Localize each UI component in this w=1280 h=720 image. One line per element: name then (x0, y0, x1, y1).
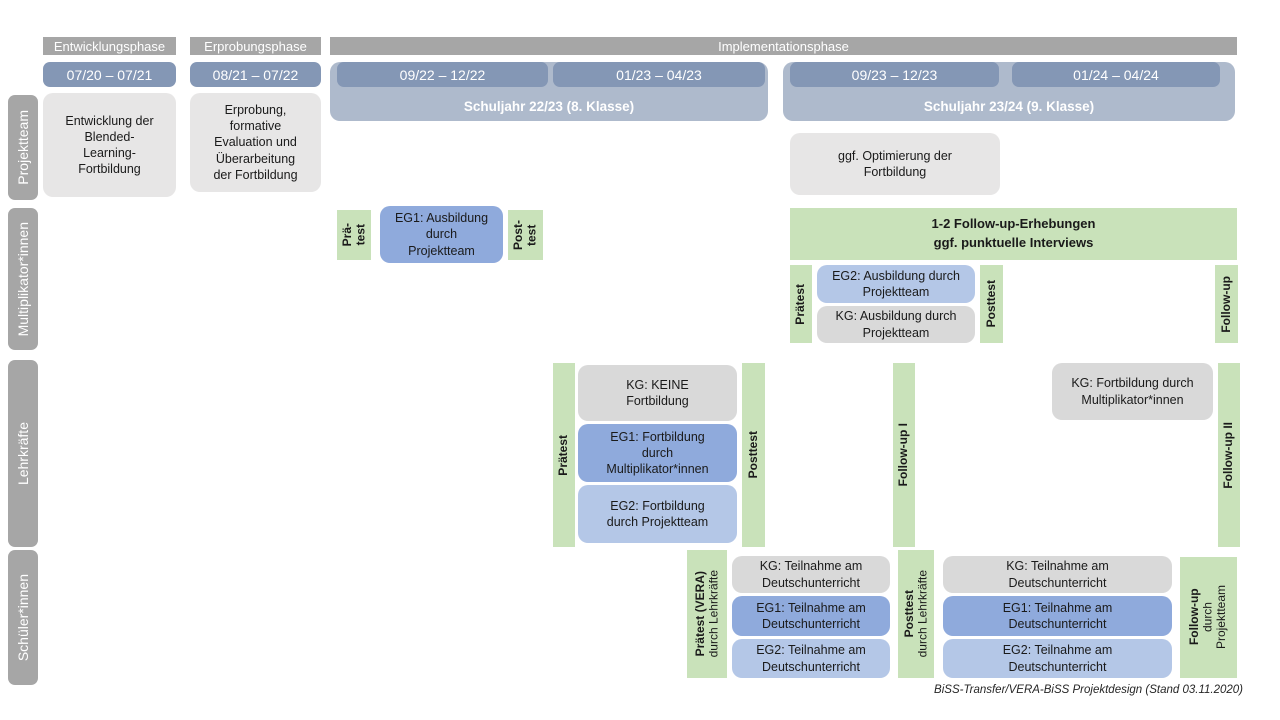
sidebar-row-label: Projektteam (15, 110, 31, 185)
sidebar-row-label: Schüler*innen (15, 573, 31, 662)
date-bar-0123-0423: 01/23 – 04/23 (553, 62, 765, 87)
bar-followup-2-lehrkraefte: Follow-up II (1218, 363, 1240, 547)
date-bar-0821-0722: 08/21 – 07/22 (190, 62, 321, 87)
bar-praetest-multiplikatoren-2: Prätest (790, 265, 812, 343)
school-year-label: Schuljahr 22/23 (8. Klasse) (463, 99, 635, 114)
bar-posttest-lehrkraefte: Posttest (742, 363, 765, 547)
bar-posttest-multiplikatoren-1: Post-test (508, 210, 543, 260)
bar-followup-multiplikatoren: Follow-up (1215, 265, 1238, 343)
sidebar-row-lehrkraefte: Lehrkräfte (8, 360, 38, 547)
caption-projektdesign: BiSS-Transfer/VERA-BiSS Projektdesign (S… (934, 684, 1243, 696)
bar-praetest-lehrkraefte: Prätest (553, 363, 575, 547)
phase-label: Entwicklungsphase (53, 38, 166, 54)
sidebar-row-label: Lehrkräfte (15, 421, 31, 486)
date-label: 01/24 – 04/24 (1073, 66, 1159, 83)
phase-label: Implementationsphase (718, 38, 849, 54)
date-label: 01/23 – 04/23 (616, 66, 702, 83)
sidebar-row-projektteam: Projektteam (8, 95, 38, 200)
date-bar-0922-1222: 09/22 – 12/22 (337, 62, 548, 87)
sidebar-row-schueler: Schüler*innen (8, 550, 38, 685)
phase-bar-erprobung: Erprobungsphase (190, 37, 321, 55)
bar-praetest-multiplikatoren-1: Prä-test (337, 210, 371, 260)
bar-followup-1-lehrkraefte: Follow-up I (893, 363, 915, 547)
date-label: 07/20 – 07/21 (66, 66, 153, 83)
date-label: 08/21 – 07/22 (212, 66, 299, 83)
date-label: 09/22 – 12/22 (399, 66, 486, 83)
date-bar-0923-1223: 09/23 – 12/23 (790, 62, 999, 87)
sidebar-row-label: Multiplikator*innen (15, 221, 31, 337)
sidebar-row-multiplikatoren: Multiplikator*innen (8, 208, 38, 350)
bar-posttest-multiplikatoren-2: Posttest (980, 265, 1003, 343)
date-label: 09/23 – 12/23 (851, 66, 938, 83)
phase-label: Erprobungsphase (204, 38, 307, 54)
date-bar-0124-0424: 01/24 – 04/24 (1012, 62, 1220, 87)
school-year-label: Schuljahr 23/24 (9. Klasse) (923, 99, 1095, 114)
phase-bar-implementation: Implementationsphase (330, 37, 1237, 55)
phase-bar-entwicklung: Entwicklungsphase (43, 37, 176, 55)
bar-praetest-vera-schueler: Prätest (VERA)durch Lehrkräfte (687, 550, 727, 678)
date-bar-0720-0721: 07/20 – 07/21 (43, 62, 176, 87)
